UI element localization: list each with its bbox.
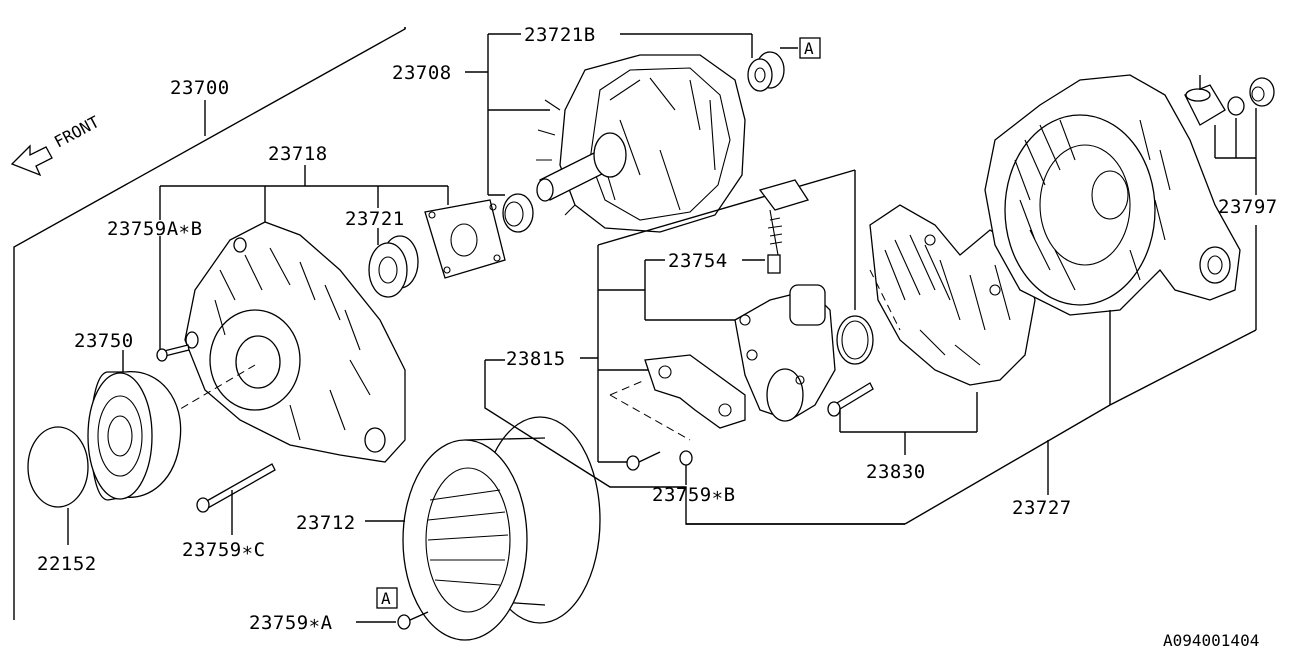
o-ring-part xyxy=(836,315,874,365)
bolt-23759ab-part xyxy=(156,344,190,362)
pulley-leaders xyxy=(122,350,256,416)
brush-holder-part xyxy=(758,179,810,274)
label-23797: 23797 xyxy=(1218,196,1278,218)
part-labels: 23700 23708 23721B 23718 23759A∗B 23721 … xyxy=(37,24,1278,650)
label-23759a: 23759∗A xyxy=(249,612,333,634)
screw-regulator-part xyxy=(626,451,661,471)
label-23718: 23718 xyxy=(268,143,328,165)
assembly-bottom-leaders xyxy=(484,310,1257,525)
label-23750: 23750 xyxy=(74,330,134,352)
brush-plate-part xyxy=(609,354,746,441)
rotor-leaders xyxy=(465,33,798,196)
figure-id: A094001404 xyxy=(1163,631,1259,650)
bolt-23759a-part xyxy=(356,611,429,630)
label-23708: 23708 xyxy=(392,62,452,84)
label-23721b: 23721B xyxy=(524,24,596,46)
bearing-ring-part xyxy=(502,193,534,233)
label-23759c: 23759∗C xyxy=(182,539,266,561)
cap-part xyxy=(27,426,89,545)
pulley-part xyxy=(87,371,182,501)
rectifier-part xyxy=(869,204,1036,386)
front-housing-leaders xyxy=(159,165,449,350)
ref-marker-a-bottom: A xyxy=(381,589,391,608)
label-23700: 23700 xyxy=(170,77,230,99)
ref-box-a-top xyxy=(799,37,821,59)
label-23721: 23721 xyxy=(345,208,405,230)
ref-box-a-bottom xyxy=(376,587,398,609)
front-housing-part xyxy=(184,221,406,463)
front-bearing-part xyxy=(368,235,419,298)
label-23754: 23754 xyxy=(668,250,728,272)
label-23759b: 23759∗B xyxy=(652,484,736,506)
front-label: FRONT xyxy=(51,112,103,152)
rear-bearing-part xyxy=(747,51,785,92)
regulator-part xyxy=(734,284,836,422)
label-22152: 22152 xyxy=(37,553,97,575)
ref-marker-a-top: A xyxy=(804,39,814,58)
screw-23759b-part xyxy=(679,450,693,485)
regulator-leaders xyxy=(580,169,856,463)
label-23712: 23712 xyxy=(296,512,356,534)
label-23815: 23815 xyxy=(506,348,566,370)
retainer-plate-part xyxy=(424,199,506,279)
front-arrow-icon xyxy=(10,144,53,177)
assembly-frame-lines xyxy=(13,27,406,620)
label-23759ab: 23759A∗B xyxy=(107,218,203,240)
stator-part xyxy=(365,416,601,641)
rectifier-leaders xyxy=(827,382,978,455)
label-23830: 23830 xyxy=(866,461,926,483)
label-23727: 23727 xyxy=(1012,497,1072,519)
terminal-parts xyxy=(1184,75,1275,330)
rear-housing-part xyxy=(984,74,1241,316)
rotor-part xyxy=(536,54,746,233)
bolt-23759c-part xyxy=(196,463,276,535)
